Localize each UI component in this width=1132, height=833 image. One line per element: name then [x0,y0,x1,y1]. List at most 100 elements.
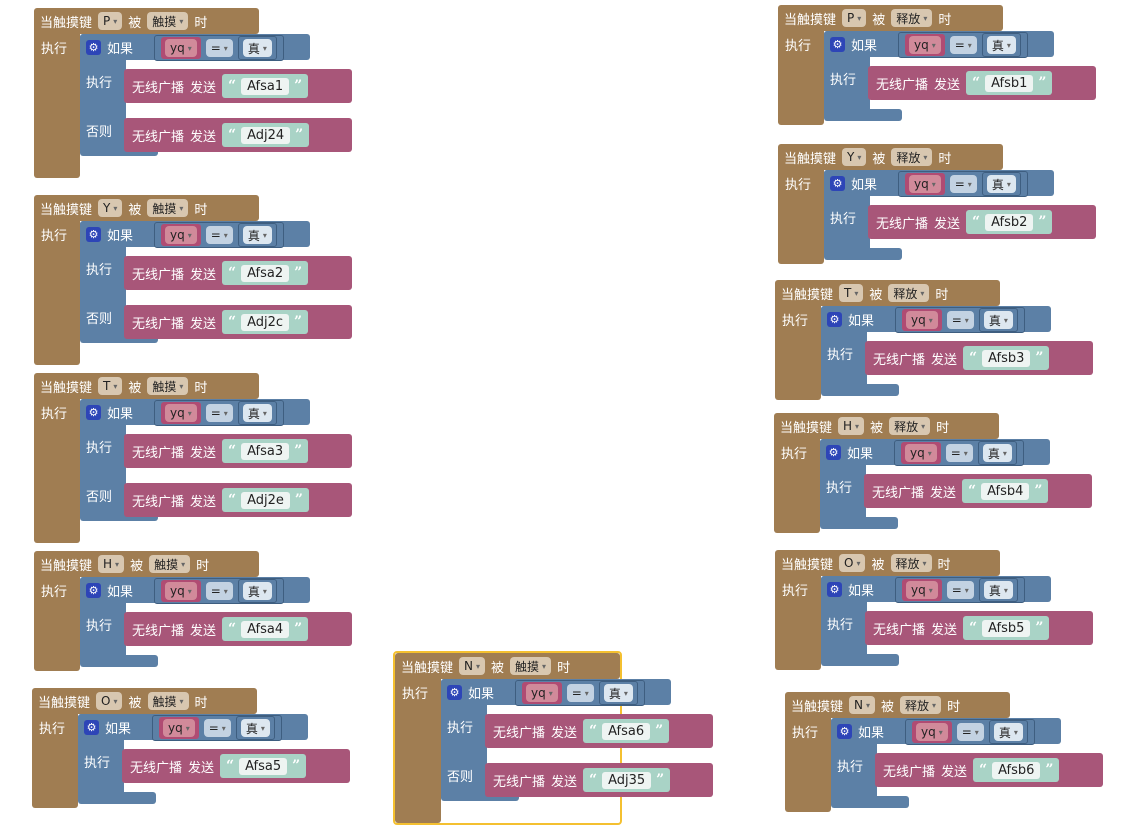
gear-icon[interactable]: ⚙ [86,405,101,420]
text-block[interactable]: “Afsa1” [222,74,309,98]
gear-icon[interactable]: ⚙ [86,227,101,242]
text-block[interactable]: “Afsb4” [962,479,1049,503]
boolean-dropdown[interactable]: 真▾ [242,226,272,244]
bluetooth-send-block[interactable]: 无线广播发送“Afsb2” [868,205,1096,239]
variable-block[interactable]: yq▾ [161,402,201,424]
boolean-block[interactable]: 真▾ [237,36,277,60]
compare-block[interactable]: yq▾=▾真▾ [154,35,284,61]
variable-block[interactable]: yq▾ [161,580,201,602]
boolean-block[interactable]: 真▾ [981,33,1021,57]
text-block[interactable]: “Afsa5” [220,754,307,778]
key-dropdown[interactable]: H▾ [98,555,125,573]
operator-dropdown[interactable]: =▾ [945,444,973,462]
compare-block[interactable]: yq▾ =▾ 真▾ [905,719,1035,745]
variable-dropdown[interactable]: yq▾ [526,684,558,702]
boolean-block[interactable]: 真▾ [237,579,277,603]
compare-block[interactable]: yq▾ =▾ 真▾ [898,171,1028,197]
text-block[interactable]: “Afsa6” [583,719,670,743]
variable-dropdown[interactable]: yq▾ [906,581,938,599]
bluetooth-send-block[interactable]: 无线广播发送“Afsa3” [124,434,352,468]
text-block[interactable]: “Adj2e” [222,488,309,512]
action-dropdown[interactable]: 触摸▾ [149,555,191,573]
operator-dropdown[interactable]: =▾ [205,226,233,244]
text-value[interactable]: Afsa5 [239,757,288,775]
gear-icon[interactable]: ⚙ [830,176,845,191]
variable-dropdown[interactable]: yq▾ [909,175,941,193]
key-dropdown[interactable]: T▾ [98,377,123,395]
compare-block[interactable]: yq▾=▾真▾ [898,32,1028,58]
text-block[interactable]: “Adj35” [583,768,671,792]
boolean-dropdown[interactable]: 真▾ [983,311,1013,329]
boolean-dropdown[interactable]: 真▾ [242,582,272,600]
gear-icon[interactable]: ⚙ [830,37,845,52]
gear-icon[interactable]: ⚙ [826,445,841,460]
text-block[interactable]: “Afsa4” [222,617,309,641]
gear-icon[interactable]: ⚙ [837,724,852,739]
boolean-block[interactable]: 真▾ [978,308,1018,332]
bluetooth-send-block[interactable]: 无线广播发送“Afsa5” [122,749,350,783]
variable-dropdown[interactable]: yq▾ [165,226,197,244]
boolean-dropdown[interactable]: 真▾ [986,175,1016,193]
variable-block[interactable]: yq▾ [905,34,945,56]
action-dropdown[interactable]: 释放▾ [888,284,930,302]
variable-block[interactable]: yq▾ [902,309,942,331]
operator-dropdown[interactable]: =▾ [956,723,984,741]
text-value[interactable]: Afsb4 [981,482,1030,500]
bluetooth-send-else-block[interactable]: 无线广播发送“Adj24” [124,118,352,152]
operator-dropdown[interactable]: =▾ [949,175,977,193]
variable-block[interactable]: yq▾ [901,442,941,464]
bluetooth-send-block[interactable]: 无线广播发送“Afsa4” [124,612,352,646]
text-value[interactable]: Adj2c [241,313,290,331]
boolean-block[interactable]: 真▾ [598,681,638,705]
key-dropdown[interactable]: O▾ [96,692,123,710]
boolean-block[interactable]: 真▾ [981,172,1021,196]
text-block[interactable]: “Adj24” [222,123,310,147]
variable-block[interactable]: yq▾ [902,579,942,601]
text-value[interactable]: Afsb1 [985,74,1034,92]
text-value[interactable]: Afsa6 [602,722,651,740]
action-dropdown[interactable]: 释放▾ [889,417,931,435]
text-block[interactable]: “Afsb2” [966,210,1053,234]
bluetooth-send-block[interactable]: 无线广播发送“Afsb4” [864,474,1092,508]
operator-dropdown[interactable]: =▾ [203,719,231,737]
operator-dropdown[interactable]: =▾ [205,404,233,422]
text-value[interactable]: Afsb2 [985,213,1034,231]
operator-dropdown[interactable]: =▾ [946,581,974,599]
boolean-dropdown[interactable]: 真▾ [986,36,1016,54]
key-dropdown[interactable]: N▾ [849,696,876,714]
gear-icon[interactable]: ⚙ [86,583,101,598]
bluetooth-send-else-block[interactable]: 无线广播发送“Adj2c” [124,305,352,339]
operator-dropdown[interactable]: =▾ [205,582,233,600]
boolean-dropdown[interactable]: 真▾ [993,723,1023,741]
text-value[interactable]: Afsa4 [241,620,290,638]
boolean-block[interactable]: 真▾ [977,441,1017,465]
action-dropdown[interactable]: 触摸▾ [510,657,552,675]
text-value[interactable]: Afsa3 [241,442,290,460]
compare-block[interactable]: yq▾=▾真▾ [895,307,1025,333]
compare-block[interactable]: yq▾=▾真▾ [515,680,645,706]
bluetooth-send-block[interactable]: 无线广播发送“Afsb5” [865,611,1093,645]
key-dropdown[interactable]: T▾ [839,284,864,302]
key-dropdown[interactable]: H▾ [838,417,865,435]
variable-dropdown[interactable]: yq▾ [163,719,195,737]
boolean-block[interactable]: 真▾ [988,720,1028,744]
compare-block[interactable]: yq▾ =▾真▾ [152,715,282,741]
boolean-block[interactable]: 真▾ [235,716,275,740]
text-block[interactable]: “Afsb6” [973,758,1060,782]
variable-block[interactable]: yq▾ [905,173,945,195]
action-dropdown[interactable]: 触摸▾ [147,377,189,395]
boolean-dropdown[interactable]: 真▾ [603,684,633,702]
text-block[interactable]: “Afsb5” [963,616,1050,640]
variable-dropdown[interactable]: yq▾ [165,582,197,600]
variable-dropdown[interactable]: yq▾ [165,39,197,57]
gear-icon[interactable]: ⚙ [827,582,842,597]
text-value[interactable]: Afsa2 [241,264,290,282]
bluetooth-send-block[interactable]: 无线广播发送“Afsb1” [868,66,1096,100]
bluetooth-send-block[interactable]: 无线广播发送“Afsa6” [485,714,713,748]
action-dropdown[interactable]: 释放▾ [891,148,933,166]
variable-dropdown[interactable]: yq▾ [916,723,948,741]
